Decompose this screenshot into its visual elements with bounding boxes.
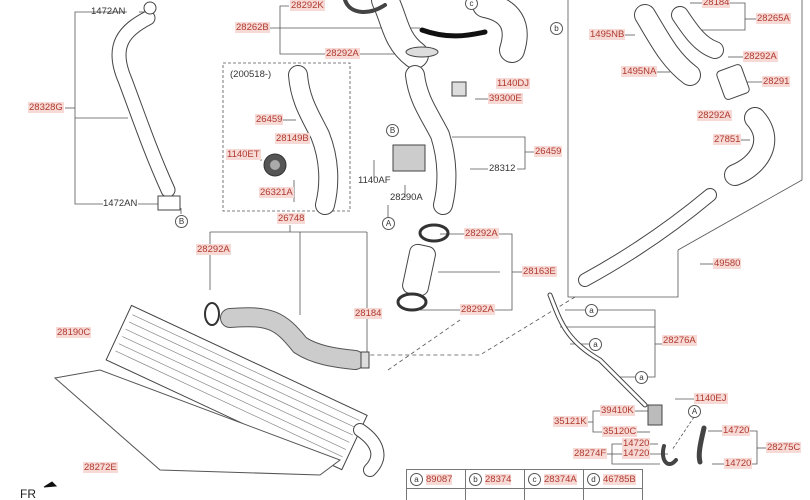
front-orientation-label: FR [20, 487, 36, 500]
callout-35120c[interactable]: 35120C [602, 426, 638, 437]
legend-part-number: 46785B [603, 473, 636, 485]
callout-28272e[interactable]: 28272E [83, 462, 118, 473]
callout-14720[interactable]: 14720 [724, 458, 753, 469]
callout-28292k[interactable]: 28292K [290, 0, 325, 11]
callout-28328g[interactable]: 28328G [28, 102, 64, 113]
callout-28312: 28312 [489, 163, 516, 174]
callout-1140dj[interactable]: 1140DJ [496, 78, 531, 89]
callout-1495nb[interactable]: 1495NB [589, 29, 626, 40]
callout-1140ej[interactable]: 1140EJ [694, 393, 728, 404]
legend-image-d [583, 488, 643, 500]
legend-key: a [410, 472, 423, 486]
reference-marker-a-lower: a [635, 371, 648, 384]
leader-lines [65, 0, 803, 465]
callout-1472an-bottom: 1472AN [103, 198, 138, 209]
callout-14720[interactable]: 14720 [722, 425, 751, 436]
callout-26459[interactable]: 26459 [534, 146, 563, 157]
callout-28292a[interactable]: 28292A [325, 48, 360, 59]
callout-39410k[interactable]: 39410K [600, 405, 635, 416]
reference-marker-a: A [382, 217, 395, 230]
legend-key: d [587, 472, 600, 486]
callout-28265a[interactable]: 28265A [756, 13, 791, 24]
callout-28291[interactable]: 28291 [762, 76, 791, 87]
callout-14720[interactable]: 14720 [622, 438, 651, 449]
callout-49580[interactable]: 49580 [713, 258, 742, 269]
callout-28275c[interactable]: 28275C [766, 442, 802, 453]
legend-image-b [465, 488, 525, 500]
legend-image-c [524, 488, 584, 500]
callout-35121k[interactable]: 35121K [553, 416, 588, 427]
legend-image-a [406, 488, 466, 500]
callout-28262b[interactable]: 28262B [235, 22, 270, 33]
reference-marker-b: B [386, 124, 399, 137]
callout-28274f[interactable]: 28274F [573, 448, 608, 459]
legend-part-number: 28374A [544, 473, 577, 485]
legend-part-number: 28374 [485, 473, 512, 485]
callout-28292a[interactable]: 28292A [743, 51, 778, 62]
callout-1495na[interactable]: 1495NA [621, 66, 658, 77]
callout-39300e[interactable]: 39300E [488, 93, 523, 104]
legend-part-number: 89087 [426, 473, 453, 485]
callout-26748[interactable]: 26748 [277, 213, 306, 224]
callout-1140et[interactable]: 1140ET [226, 149, 261, 160]
callout-28163e[interactable]: 28163E [522, 266, 557, 277]
callout-1472an-top: 1472AN [91, 6, 126, 17]
reference-marker-a: A [688, 405, 701, 418]
callout-28149b[interactable]: 28149B [275, 133, 310, 144]
variant-date-note: (200518-) [230, 69, 272, 80]
callout-28292a[interactable]: 28292A [464, 228, 499, 239]
callout-28292a[interactable]: 28292A [196, 244, 231, 255]
reference-marker-c: c [465, 0, 478, 10]
part-drawings [43, 0, 776, 488]
callout-28292a[interactable]: 28292A [697, 110, 732, 121]
callout-14720[interactable]: 14720 [622, 448, 651, 459]
callout-26321a[interactable]: 26321A [259, 187, 294, 198]
callout-28290a: 28290A [390, 192, 423, 203]
legend-key: b [469, 472, 482, 486]
callout-1140af: 1140AF [358, 175, 391, 186]
reference-marker-a-lower: a [585, 304, 598, 317]
callout-28184[interactable]: 28184 [702, 0, 731, 8]
reference-marker-b: B [175, 215, 188, 228]
callout-28276a[interactable]: 28276A [662, 335, 697, 346]
callout-26459[interactable]: 26459 [255, 114, 284, 125]
callout-28184[interactable]: 28184 [354, 308, 383, 319]
legend-key: c [528, 472, 541, 486]
callout-28292a[interactable]: 28292A [460, 304, 495, 315]
callout-27851[interactable]: 27851 [713, 134, 742, 145]
reference-marker-a-lower: a [589, 338, 602, 351]
callout-28190c[interactable]: 28190C [56, 327, 92, 338]
reference-marker-b-lower: b [550, 22, 563, 35]
